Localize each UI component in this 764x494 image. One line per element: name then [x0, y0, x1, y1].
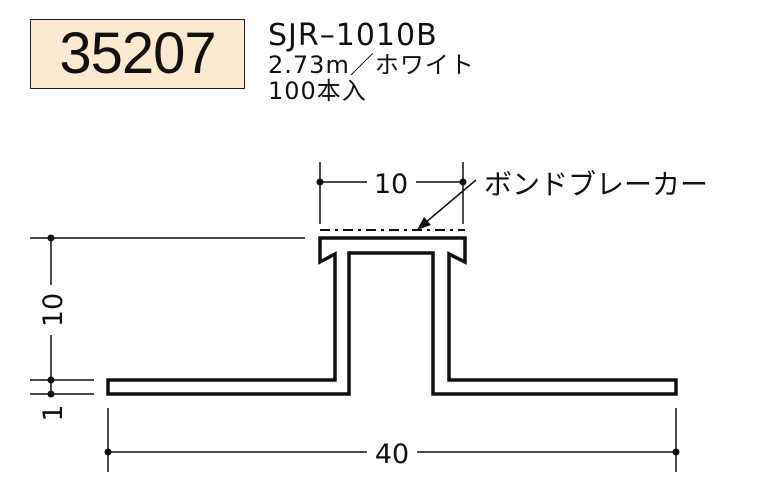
profile-outline [106, 236, 678, 396]
callout-leader [424, 179, 477, 224]
dimension-dot [47, 234, 55, 242]
dimension-dot [459, 178, 467, 186]
top-width-dimension: 10 [374, 169, 408, 200]
dimension-dot [104, 448, 112, 456]
dimension-dot [672, 448, 680, 456]
bond-breaker-label: ボンドブレーカー [484, 168, 708, 201]
length-color: 2.73m／ホワイト [268, 51, 475, 79]
dimension-dot [316, 178, 324, 186]
product-info: SJR–1010B 2.73m／ホワイト 100本入 [268, 18, 475, 105]
product-code: 35207 [59, 21, 216, 86]
package-quantity: 100本入 [268, 77, 367, 105]
dimension-dot [47, 390, 55, 398]
dimension-dot [47, 376, 55, 384]
product-code-box: 35207 [30, 19, 245, 89]
model-number: SJR–1010B [268, 18, 438, 53]
height-dimension: 10 [38, 293, 69, 327]
total-width-dimension: 40 [375, 439, 409, 470]
arrowhead-icon [417, 217, 431, 230]
base-thickness-dimension: 1 [38, 404, 69, 421]
